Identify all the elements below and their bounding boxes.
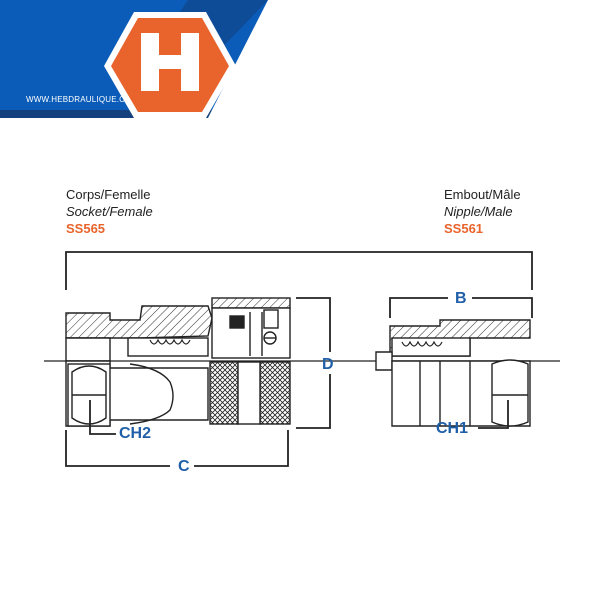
nipple-body — [375, 319, 531, 427]
nipple-label-block: Embout/Mâle Nipple/Male SS561 — [444, 186, 521, 237]
dimension-c-label: C — [178, 458, 190, 475]
nipple-code: SS561 — [444, 221, 484, 236]
dimension-ch1-label: CH1 — [436, 420, 469, 437]
dimension-d-label: D — [322, 356, 334, 373]
dimension-ch2-label: CH2 — [119, 425, 152, 442]
dimension-b-label: B — [455, 290, 467, 307]
brand-logo — [104, 12, 236, 118]
socket-body — [65, 297, 291, 427]
socket-label-block: Corps/Femelle Socket/Female SS565 — [66, 186, 153, 237]
brand-url[interactable]: WWW.HEBDRAULIQUE.CA — [26, 95, 131, 104]
socket-code: SS565 — [66, 221, 106, 236]
nipple-name-fr: Embout/Mâle — [444, 187, 521, 202]
socket-name-fr: Corps/Femelle — [66, 187, 151, 202]
nipple-name-en: Nipple/Male — [444, 204, 513, 219]
socket-name-en: Socket/Female — [66, 204, 153, 219]
dimension-lines — [65, 251, 533, 467]
brand-banner — [0, 0, 268, 118]
